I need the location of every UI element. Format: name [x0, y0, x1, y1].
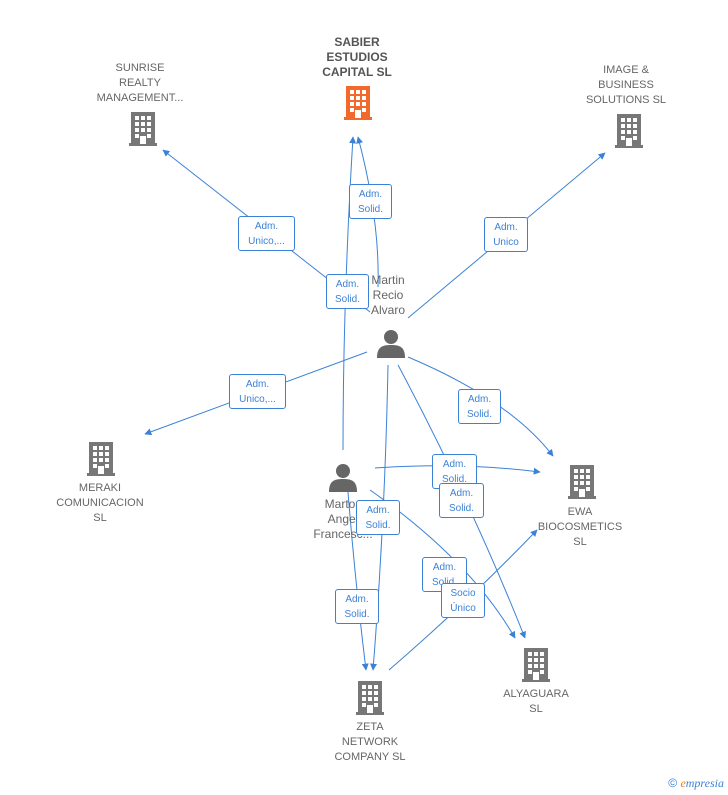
node-label-zeta[interactable]: ZETA NETWORK COMPANY SL — [334, 721, 406, 763]
edge-label[interactable]: Adm. Solid. — [458, 389, 501, 424]
building-icon[interactable] — [344, 86, 372, 120]
node-label-martin[interactable]: Martin Recio Alvaro — [370, 273, 405, 317]
brand-logo-text: mpresia — [685, 776, 724, 790]
edge-martos-zeta — [347, 491, 369, 671]
edge-label[interactable]: Adm. Solid. — [349, 184, 392, 219]
building-icon[interactable] — [522, 648, 550, 682]
edge-label[interactable]: Adm. Solid. — [335, 589, 379, 624]
node-label-image-business[interactable]: IMAGE & BUSINESS SOLUTIONS SL — [585, 64, 667, 106]
building-icon[interactable] — [356, 681, 384, 715]
node-label-sabier[interactable]: SABIER ESTUDIOS CAPITAL SL — [322, 35, 392, 79]
building-icon[interactable] — [615, 114, 643, 148]
edge-label[interactable]: Adm. Unico,... — [229, 374, 286, 409]
edge-label[interactable]: Adm. Solid. — [326, 274, 369, 309]
person-icon[interactable] — [329, 464, 357, 492]
edge-label[interactable]: Adm. Unico — [484, 217, 528, 252]
building-icon[interactable] — [87, 442, 115, 476]
building-icon[interactable] — [129, 112, 157, 146]
edge-label[interactable]: Socio Único — [441, 583, 485, 618]
building-icon[interactable] — [568, 465, 596, 499]
node-label-sunrise[interactable]: SUNRISE REALTY MANAGEMENT... — [96, 62, 184, 104]
person-icon[interactable] — [377, 330, 405, 358]
edge-label[interactable]: Adm. Solid. — [439, 483, 484, 518]
edge-label[interactable]: Adm. Unico,... — [238, 216, 295, 251]
brand-logo-letter: e — [680, 776, 686, 790]
edge-label[interactable]: Adm. Solid. — [356, 500, 400, 535]
node-label-meraki[interactable]: MERAKI COMUNICACION SL — [56, 482, 144, 524]
footer-brand: © empresia — [668, 776, 724, 791]
node-label-alyaguara[interactable]: ALYAGUARA SL — [503, 688, 569, 715]
node-label-ewa[interactable]: EWA BIOCOSMETICS SL — [537, 506, 623, 548]
copyright-symbol: © — [668, 776, 678, 790]
